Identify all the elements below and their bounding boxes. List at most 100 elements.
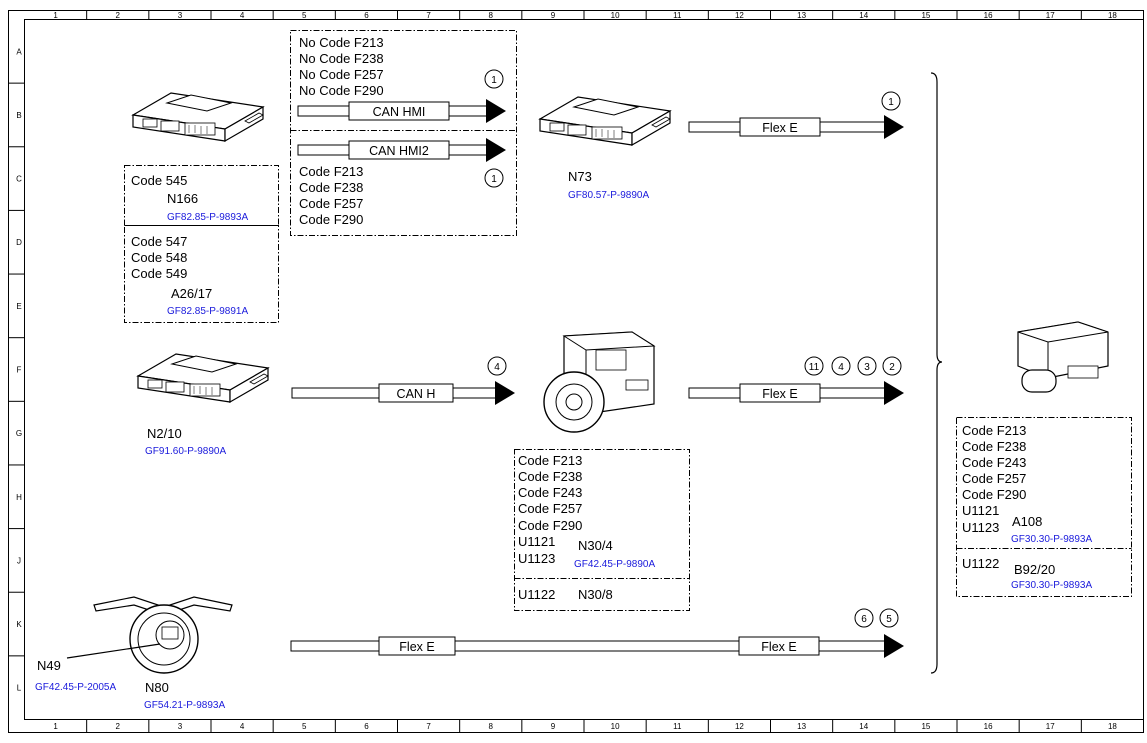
a26-17-code-2: Code 548 — [131, 250, 187, 265]
grid-col-label: 9 — [551, 11, 556, 20]
grid-col-label: 12 — [735, 722, 744, 731]
n30-8-label: N30/8 — [578, 587, 613, 602]
steering-column-switch-icon — [93, 596, 233, 674]
n30-8-fault: U1122 — [518, 587, 555, 602]
n49-label: N49 — [37, 658, 61, 673]
b92-20-label: B92/20 — [1014, 562, 1055, 577]
a108-code-2: Code F238 — [962, 439, 1026, 454]
grid-col-label: 17 — [1046, 722, 1055, 731]
radar-sensor-icon — [1017, 321, 1109, 393]
grid-row-label: B — [16, 111, 21, 120]
n2-10-ref-link[interactable]: GF91.60-P-9890A — [145, 446, 226, 457]
hmi-code-1: Code F213 — [299, 164, 363, 179]
grid-row-label: K — [16, 620, 22, 629]
marker-flex-mid-2: 2 — [882, 356, 902, 376]
n30-4-fault-1: U1121 — [518, 534, 555, 549]
n30-4-code-1: Code F213 — [518, 453, 582, 468]
abs-hydraulic-unit-icon — [543, 331, 656, 433]
svg-text:6: 6 — [861, 614, 867, 625]
grid-col-label: 11 — [673, 722, 682, 731]
svg-text:5: 5 — [886, 614, 892, 625]
marker-flex-mid-11: 11 — [804, 356, 824, 376]
grid-row-label: H — [16, 493, 22, 502]
grid-lines — [8, 10, 1082, 733]
grid-col-label: 5 — [302, 722, 307, 731]
n73-ref-link[interactable]: GF80.57-P-9890A — [568, 190, 649, 201]
grid-col-label: 2 — [116, 722, 121, 731]
bus-flex-e-bottom — [290, 634, 904, 658]
svg-text:1: 1 — [888, 97, 894, 108]
grid-row-label: A — [16, 47, 22, 56]
grid-labels: 1122334455667788991010111112121313141415… — [16, 11, 1118, 731]
a108-ref-link[interactable]: GF30.30-P-9893A — [1011, 534, 1092, 545]
svg-text:3: 3 — [864, 362, 870, 373]
grid-col-label: 12 — [735, 11, 744, 20]
marker-flex-top: 1 — [881, 91, 901, 111]
hmi-code-3: Code F257 — [299, 196, 363, 211]
grid-col-label: 3 — [178, 11, 183, 20]
n166-ref-link[interactable]: GF82.85-P-9893A — [167, 212, 248, 223]
a108-code-5: Code F290 — [962, 487, 1026, 502]
hmi-code-2: Code F238 — [299, 180, 363, 195]
n73-label: N73 — [568, 169, 592, 184]
grid-col-label: 17 — [1046, 11, 1055, 20]
grid-col-label: 7 — [426, 11, 431, 20]
grid-col-label: 13 — [797, 11, 806, 20]
marker-can-hmi: 1 — [484, 69, 504, 89]
grid-col-label: 4 — [240, 11, 245, 20]
n166-code: Code 545 — [131, 173, 187, 188]
marker-flex-bottom-5: 5 — [879, 608, 899, 628]
grid-col-label: 11 — [673, 11, 682, 20]
a26-17-label: A26/17 — [171, 286, 212, 301]
grid-col-label: 15 — [921, 722, 930, 731]
a26-17-box — [124, 225, 279, 323]
n49-leader-line — [66, 643, 161, 659]
svg-text:2: 2 — [889, 362, 895, 373]
bus-can-h — [291, 381, 515, 405]
grid-row-label: F — [17, 366, 22, 375]
grid-col-label: 18 — [1108, 722, 1117, 731]
grid-col-label: 8 — [489, 11, 494, 20]
b92-20-ref-link[interactable]: GF30.30-P-9893A — [1011, 580, 1092, 591]
n30-4-code-3: Code F243 — [518, 485, 582, 500]
grid-col-label: 3 — [178, 722, 183, 731]
n49-ref-link[interactable]: GF42.45-P-2005A — [35, 682, 116, 693]
a108-code-4: Code F257 — [962, 471, 1026, 486]
svg-text:1: 1 — [491, 174, 497, 185]
n80-label: N80 — [145, 680, 169, 695]
n30-4-fault-2: U1123 — [518, 551, 555, 566]
n30-4-code-2: Code F238 — [518, 469, 582, 484]
n80-ref-link[interactable]: GF54.21-P-9893A — [144, 700, 225, 711]
grid-col-label: 15 — [921, 11, 930, 20]
can-hmi-label: CAN HMI — [373, 105, 426, 119]
n30-4-code-5: Code F290 — [518, 518, 582, 533]
hmi-nocode-3: No Code F257 — [299, 67, 384, 82]
flex-e-bottom-left-label: Flex E — [399, 640, 434, 654]
svg-text:4: 4 — [838, 362, 844, 373]
hmi-nocode-1: No Code F213 — [299, 35, 384, 50]
a26-17-ref-link[interactable]: GF82.85-P-9891A — [167, 306, 248, 317]
grid-col-label: 4 — [240, 722, 245, 731]
n30-4-code-4: Code F257 — [518, 501, 582, 516]
flex-e-bottom-right-label: Flex E — [761, 640, 796, 654]
grid-col-label: 5 — [302, 11, 307, 20]
grid-row-label: L — [17, 684, 22, 693]
a108-fault-1: U1121 — [962, 503, 999, 518]
grid-col-label: 7 — [426, 722, 431, 731]
grid-col-label: 18 — [1108, 11, 1117, 20]
bus-flex-e-top — [688, 115, 904, 139]
n30-4-ref-link[interactable]: GF42.45-P-9890A — [574, 559, 655, 570]
a108-code-3: Code F243 — [962, 455, 1026, 470]
grid-col-label: 1 — [53, 722, 58, 731]
grid-row-label: D — [16, 238, 22, 247]
a108-box — [956, 417, 1132, 597]
marker-flex-mid-4: 4 — [831, 356, 851, 376]
n30-4-box — [514, 449, 690, 611]
grid-col-label: 13 — [797, 722, 806, 731]
grid-col-label: 9 — [551, 722, 556, 731]
marker-can-h: 4 — [487, 356, 507, 376]
grid-col-label: 14 — [859, 11, 868, 20]
can-hmi2-label: CAN HMI2 — [369, 144, 429, 158]
grid-col-label: 6 — [364, 722, 369, 731]
